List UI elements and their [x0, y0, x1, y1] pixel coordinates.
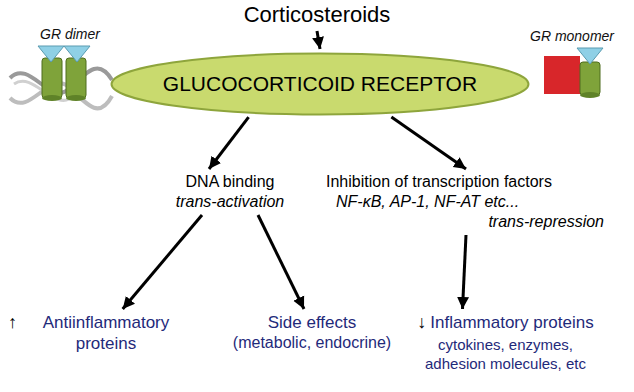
node-text: NF-κB, AP-1, NF-AT etc... [326, 192, 604, 212]
figure-label: GR dimer [40, 26, 100, 42]
outcome-text: ↓Inflammatory proteins cytokines, enzymes… [398, 312, 613, 373]
node-text: Inhibition of transcription factors [326, 172, 604, 192]
pathway-text: DNA bindingtrans-activation [160, 172, 300, 212]
outcome-text: Side effects(metabolic, endocrine) [232, 312, 392, 353]
node-text: trans-repression [326, 212, 604, 232]
drug-label: Corticosteroids [192, 2, 442, 28]
node-text: (metabolic, endocrine) [232, 333, 392, 353]
node-text: DNA binding [160, 172, 300, 192]
outcome-text: ↑Antiinflammatory proteins [8, 312, 193, 354]
gr-monomer-figure [544, 48, 603, 98]
figure-label: GR monomer [530, 28, 614, 44]
flow-arrow [317, 31, 320, 49]
gr-dimer-figure [10, 46, 112, 108]
receptor-ellipse: GLUCOCORTICOID RECEPTOR [110, 52, 530, 116]
node-text: Corticosteroids [192, 2, 442, 28]
pathway-text: Inhibition of transcription factorsNF-κB… [320, 172, 612, 232]
node-text: ↑ [8, 312, 26, 333]
flow-arrow [463, 235, 467, 309]
flow-arrow [209, 117, 249, 169]
flow-arrow [258, 215, 304, 309]
node-text: Inflammatory proteins [430, 313, 593, 332]
flow-arrow [391, 117, 466, 169]
node-text: ↓ [417, 312, 426, 332]
flow-arrow [123, 215, 202, 309]
node-text: cytokines, enzymes, adhesion molecules, … [413, 335, 598, 373]
node-text: Antiinflammatory proteins [26, 312, 186, 354]
node-text: Side effects [232, 312, 392, 333]
node-text: trans-activation [160, 192, 300, 212]
node-text: GLUCOCORTICOID RECEPTOR [163, 72, 477, 96]
